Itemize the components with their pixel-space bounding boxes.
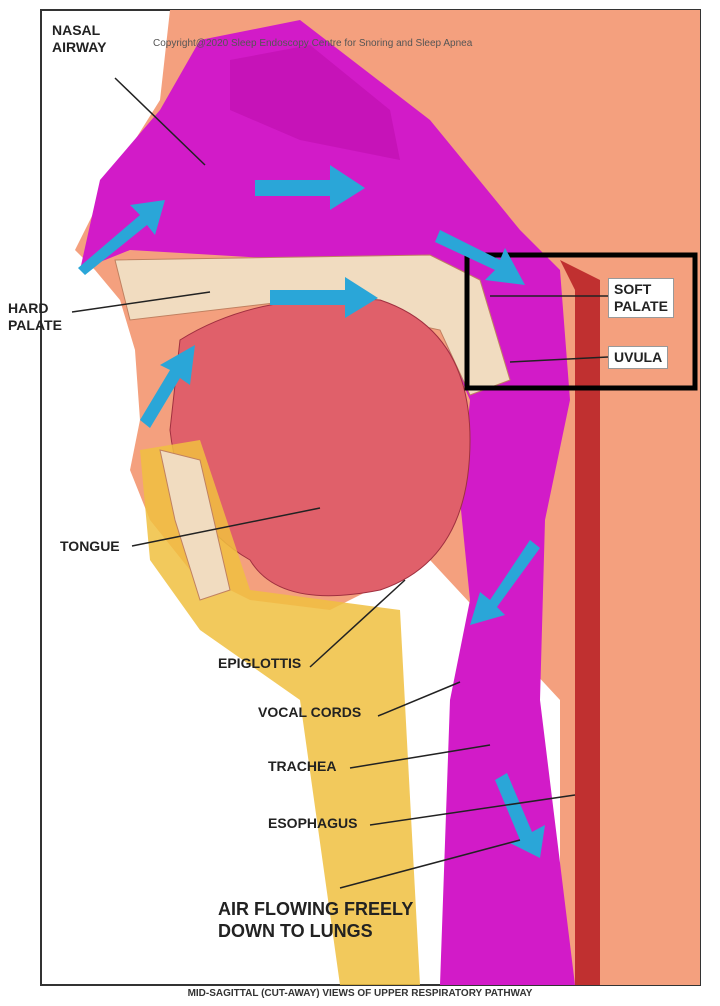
copyright-text: Copyright@2020 Sleep Endoscopy Centre fo… [153,38,473,49]
label-hard-palate: HARD PALATE [8,300,62,334]
label-line: NASAL [52,22,101,38]
label-nasal-airway: NASAL AIRWAY [52,22,106,56]
label-epiglottis: EPIGLOTTIS [218,655,302,671]
label-trachea: TRACHEA [268,758,337,774]
arrow-icon [495,773,545,858]
jaw-bone [159,449,231,601]
label-line: DOWN TO LUNGS [218,921,373,941]
label-vocal-cords: VOCAL CORDS [258,704,362,720]
label-soft-palate: SOFT PALATE [608,278,674,318]
label-air-flowing: AIR FLOWING FREELY DOWN TO LUNGS [218,898,413,942]
arrow-icon [435,230,525,285]
label-line: SOFT [614,281,652,297]
airflow-arrows [78,165,545,858]
spine-muscle [560,260,600,985]
label-line: PALATE [8,317,62,333]
palate [114,254,511,396]
highlight-box [464,252,698,391]
label-esophagus: ESOPHAGUS [268,815,358,831]
label-tongue: TONGUE [60,538,120,554]
arrow-icon [270,277,378,318]
arrow-icon [140,345,195,428]
leader-lines [71,77,609,889]
label-line: HARD [8,300,49,316]
figure-caption: MID-SAGITTAL (CUT-AWAY) VIEWS OF UPPER R… [187,988,533,999]
label-line: AIRWAY [52,39,107,55]
label-line: PALATE [614,298,668,314]
arrow-icon [255,165,365,210]
airway [80,20,575,985]
nasal-turbinate [230,45,400,160]
label-line: AIR FLOWING FREELY [218,899,414,919]
label-uvula: UVULA [608,346,669,369]
arrow-icon [78,200,165,275]
arrow-icon [470,540,540,625]
